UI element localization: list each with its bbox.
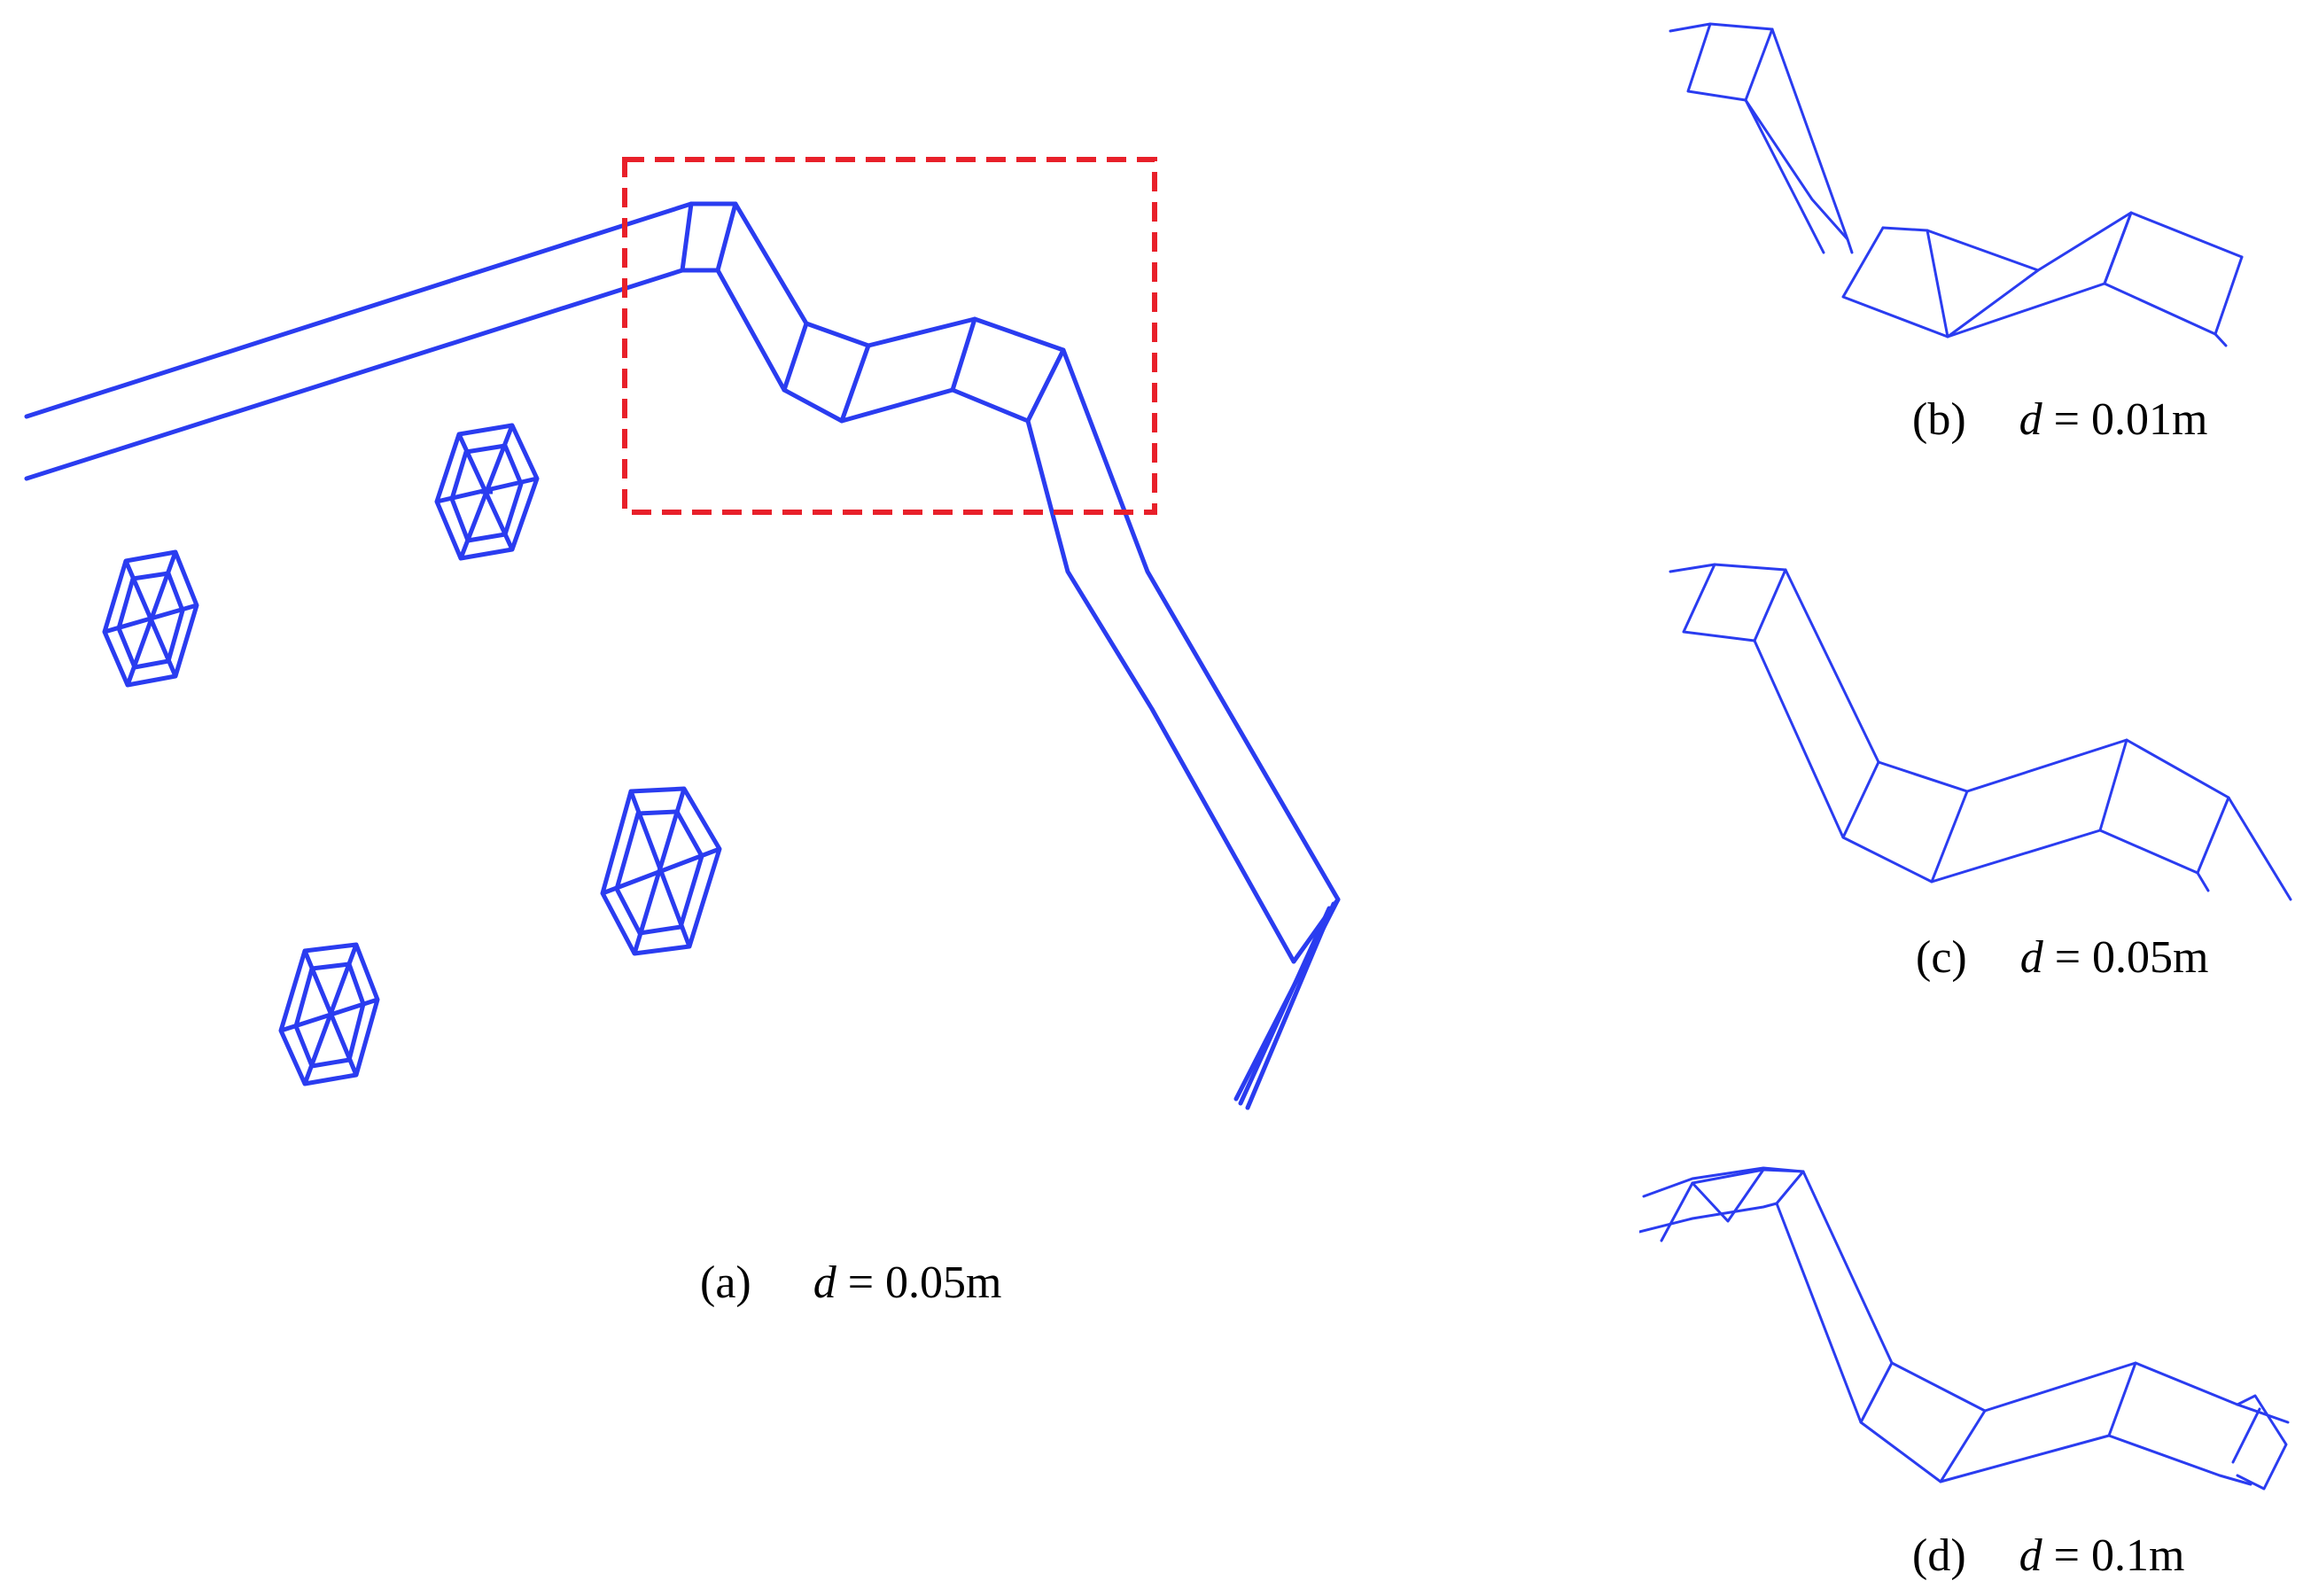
caption-c-variable: d: [2019, 932, 2043, 983]
caption-d: (d) d = 0.1m: [1912, 1533, 2184, 1579]
caption-c: (c) d = 0.05m: [1916, 935, 2209, 981]
duct-brace: [680, 201, 694, 273]
caption-b: (b) d = 0.01m: [1912, 397, 2207, 443]
duct-top-edge: [24, 201, 1341, 1102]
caption-b-label: (b): [1912, 394, 1966, 445]
panel-b-drawing: [1669, 22, 2244, 347]
caption-d-equals: =: [2053, 1530, 2080, 1581]
caption-c-equals: =: [2054, 932, 2081, 983]
caption-d-value: 0.1m: [2090, 1530, 2185, 1581]
duct-brace: [950, 316, 977, 393]
caption-b-variable: d: [2019, 394, 2042, 445]
panel-c: [1666, 554, 2303, 904]
panel-c-drawing: [1669, 563, 2292, 901]
caption-a-value: 0.05m: [885, 1257, 1002, 1308]
duct-bottom-edge: [24, 268, 1296, 964]
caption-a-label: (a): [700, 1257, 751, 1308]
caption-a-variable: d: [813, 1257, 836, 1308]
panel-a-drawing: [24, 157, 1341, 1110]
caption-c-value: 0.05m: [2092, 932, 2209, 983]
hex-diffuser: [278, 942, 380, 1086]
duct-brace: [1025, 347, 1066, 424]
caption-b-value: 0.01m: [2090, 394, 2208, 445]
duct-brace: [782, 321, 809, 393]
hex-diffuser: [600, 786, 722, 956]
hex-diffuser: [434, 423, 540, 561]
caption-a-equals: =: [847, 1257, 875, 1308]
duct-tail: [1238, 906, 1332, 1106]
caption-a: (a) d = 0.05m: [700, 1260, 1002, 1306]
caption-b-equals: =: [2053, 394, 2080, 445]
duct-brace: [839, 343, 871, 424]
caption-c-label: (c): [1916, 932, 1967, 983]
caption-d-variable: d: [2019, 1530, 2042, 1581]
panel-b: [1666, 13, 2277, 359]
duct-brace: [715, 201, 738, 273]
highlight-box: [622, 157, 1157, 515]
panel-a: [0, 0, 1382, 1152]
hex-diffuser: [102, 549, 199, 688]
panel-d-drawing: [1639, 1166, 2290, 1491]
caption-d-label: (d): [1912, 1530, 1966, 1581]
duct-tail: [1245, 901, 1336, 1110]
panel-d: [1639, 1152, 2299, 1506]
